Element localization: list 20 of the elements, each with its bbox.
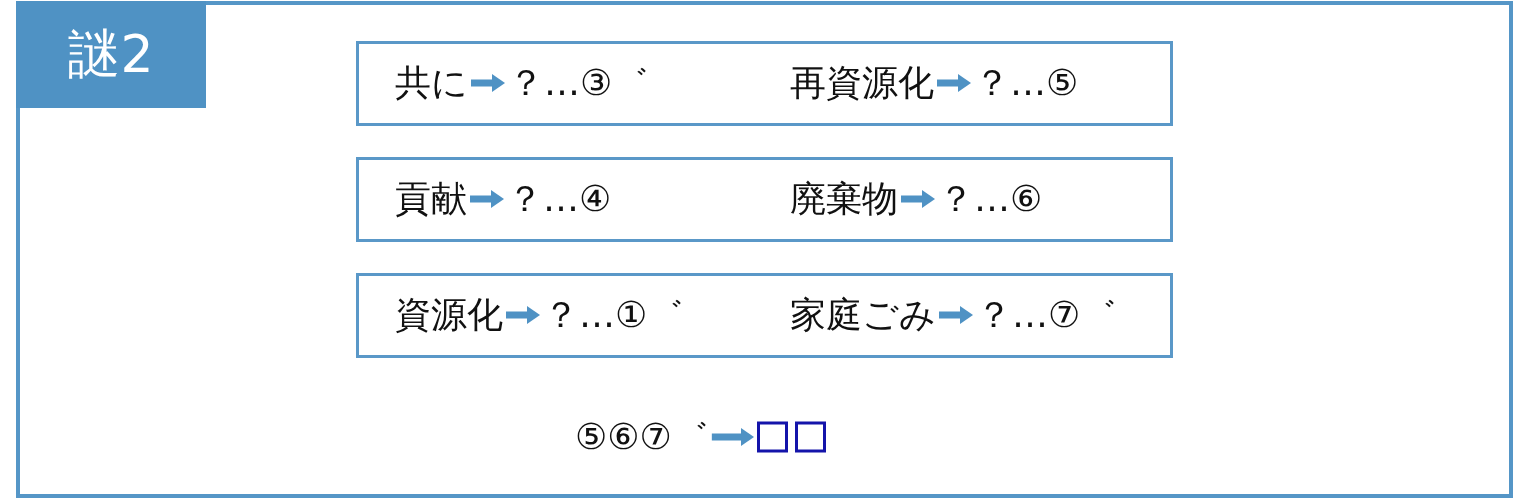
clue-word: 再資源化 [790, 62, 934, 104]
clue-word: 貢献 [395, 178, 467, 220]
answer-hint: ？…④ [507, 178, 612, 220]
clue-panel [356, 273, 1173, 358]
clue-word: 共に [395, 62, 468, 104]
answer-box [757, 421, 788, 453]
clue-panel [356, 41, 1173, 126]
title: 謎2 [68, 25, 154, 84]
clue-word: 資源化 [395, 294, 503, 336]
answer-hint: ？…③゛ [508, 62, 650, 104]
answer-hint: ？…⑤ [974, 62, 1079, 104]
arrow [711, 428, 754, 446]
clue-panel [356, 157, 1173, 242]
answer-hint: ？…①゛ [543, 294, 685, 336]
clue-word: 廃棄物 [790, 178, 898, 220]
answer-formula: ⑤⑥⑦゛ [575, 416, 709, 458]
answer-hint: ？…⑥ [938, 178, 1043, 220]
answer-hint: ？…⑦゛ [976, 294, 1118, 336]
answer-box [795, 421, 826, 453]
clue-word: 家庭ごみ [790, 294, 936, 336]
